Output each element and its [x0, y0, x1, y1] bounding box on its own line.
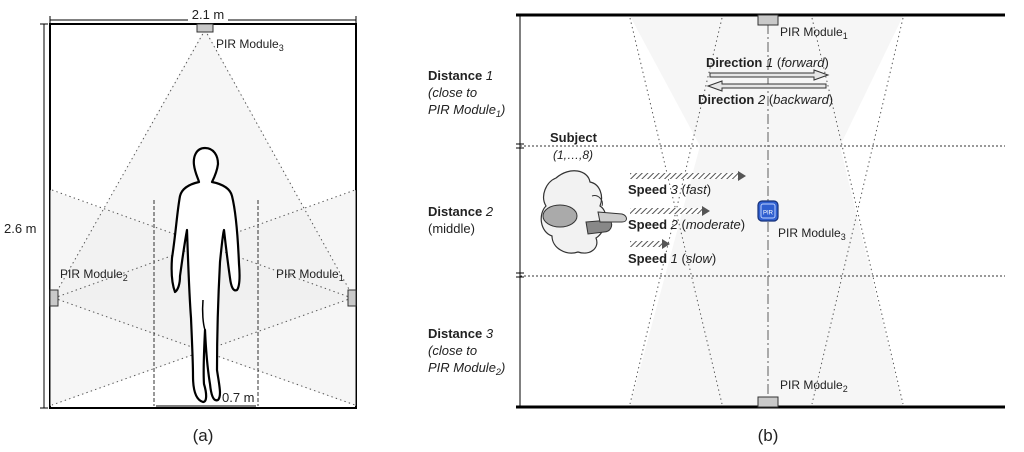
svg-text:Distance 3: Distance 3	[428, 326, 494, 341]
panel-a: 2.1 m 2.6 m 0.7 m PIR Module3 PIR Module…	[4, 7, 357, 445]
speed3-label: Speed 3 (fast)	[628, 182, 711, 197]
direction1-label: Direction 1 (forward)	[706, 55, 829, 70]
width-label-bg	[188, 8, 228, 22]
svg-text:(close to: (close to	[428, 85, 477, 100]
svg-text:PIR Module1): PIR Module1)	[428, 102, 505, 119]
width-label: 2.1 m	[192, 7, 225, 22]
speed3-arrow-shaft	[630, 173, 738, 179]
svg-text:PIR: PIR	[763, 211, 774, 217]
pir-module2-label-b: PIR Module2	[780, 378, 848, 394]
person-silhouette	[170, 146, 241, 404]
speed1-arrow-shaft	[630, 241, 662, 247]
svg-text:(middle): (middle)	[428, 221, 475, 236]
pir-module3-label: PIR Module3	[216, 37, 284, 53]
distance2-label: Distance 2 (middle)	[428, 204, 494, 236]
pir-module1-housing-b	[757, 14, 779, 26]
cone-edge-4	[811, 17, 904, 405]
svg-text:(close to: (close to	[428, 343, 477, 358]
direction1-arrow	[709, 69, 830, 81]
cone3-edge-right	[204, 29, 356, 301]
pir-module2-label: PIR Module2	[60, 267, 128, 283]
subject-top-view	[540, 170, 627, 254]
panel-b: PIR PIR Module1 PIR Module3 PIR Module2 …	[428, 13, 1005, 445]
distance3-label: Distance 3 (close to PIR Module2)	[428, 326, 505, 377]
speed2-arrow-head	[702, 206, 710, 216]
speed2-arrow-shaft	[630, 208, 702, 214]
pir-module3-label-b: PIR Module3	[778, 226, 846, 242]
height-label: 2.6 m	[4, 221, 37, 236]
leg-gap-line	[201, 299, 206, 331]
subject-label: Subject	[550, 130, 598, 145]
walk-width-label: 0.7 m	[222, 390, 255, 405]
subject-range: (1,…,8)	[553, 148, 593, 162]
direction2-label: Direction 2 (backward)	[698, 92, 833, 107]
pir-module3-sensor-icon: PIR	[757, 200, 779, 222]
svg-text:Distance 1: Distance 1	[428, 68, 493, 83]
svg-text:PIR Module2): PIR Module2)	[428, 360, 505, 377]
cone-top-module1	[630, 16, 903, 146]
cone3-edge-left	[51, 29, 206, 301]
direction2-arrow	[706, 80, 827, 92]
pir-module1-housing	[347, 289, 357, 307]
svg-text:Distance 2: Distance 2	[428, 204, 494, 219]
caption-a: (a)	[193, 426, 214, 445]
pir-module1-label-b: PIR Module1	[780, 25, 848, 41]
pir-module3-housing	[196, 23, 214, 33]
caption-b: (b)	[758, 426, 779, 445]
pir-module2-housing-b	[757, 396, 779, 408]
speed1-arrow-head	[662, 239, 670, 249]
distance1-label: Distance 1 (close to PIR Module1)	[428, 68, 505, 119]
speed3-arrow-head	[738, 171, 746, 181]
pir-module1-label: PIR Module1	[276, 267, 344, 283]
speed1-label: Speed 1 (slow)	[628, 251, 716, 266]
speed2-label: Speed 2 (moderate)	[628, 217, 745, 232]
pir-module2-housing	[49, 289, 59, 307]
